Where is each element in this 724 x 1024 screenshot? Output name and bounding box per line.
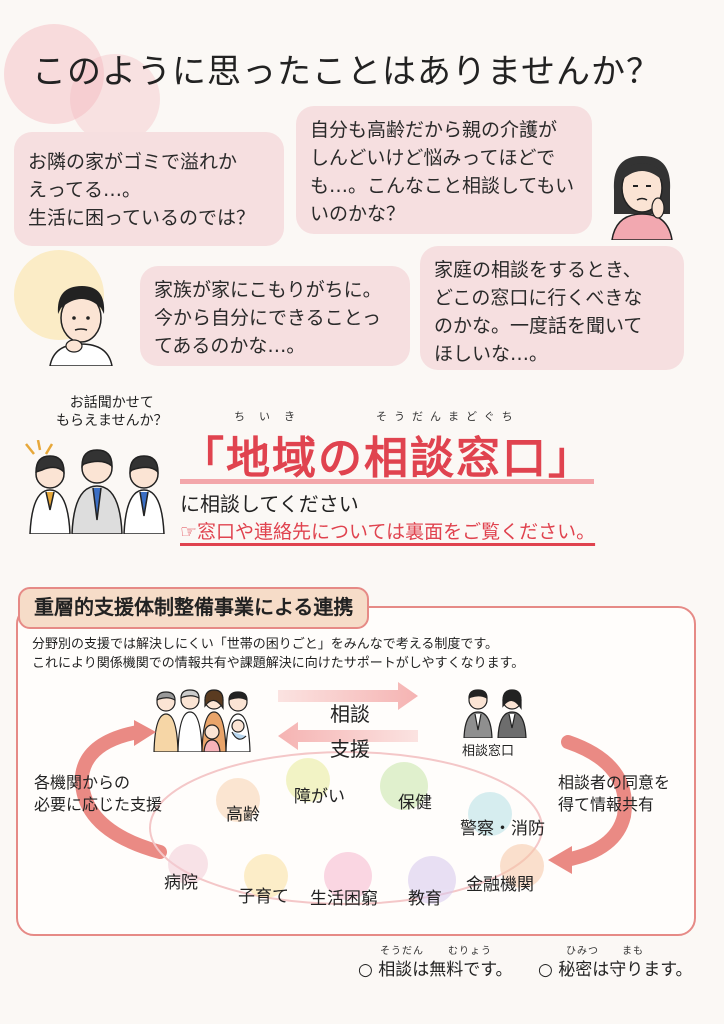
agency-police-fire: 警察・消防 [460, 819, 545, 839]
label-line: 必要に応じた支援 [34, 795, 163, 814]
ruby-soudanmadoguchi: そうだんまどぐち [376, 410, 520, 423]
staff-group-illustration [25, 440, 165, 534]
bubble-line: いのかな？ [310, 203, 406, 225]
back-page-note: ☞窓口や連絡先については裏面をご覧ください。 [180, 521, 596, 543]
staff-speech: お話聞かせて もらえませんか？ [56, 394, 168, 430]
speech-line: もらえませんか？ [56, 413, 168, 429]
bubble-line: も…。こんなこと相談してもい [310, 175, 575, 197]
agency-childcare: 子育て [238, 887, 289, 907]
bubble-line: しんどいけど悩みってほどで [310, 147, 556, 169]
thinking-man-illustration [49, 286, 113, 366]
agency-education: 教育 [408, 889, 442, 909]
worried-woman-illustration [611, 156, 673, 240]
bubble-family: 家族が家にこもりがちに。 今から自分にできることっ てあるのかな…。 [140, 266, 410, 366]
bubble-line: 家庭の相談をするとき、 [434, 259, 642, 281]
counter-label: 相談窓口 [462, 744, 515, 759]
agency-health: 保健 [398, 793, 432, 813]
consultation-window-title: 「地域の相談窓口」 [180, 433, 594, 484]
consult-arrow [278, 682, 418, 710]
ruby-soudan: そうだん [380, 946, 424, 957]
section-description: 分野別の支援では解決しにくい「世帯の困りごと」をみんなで考える制度です。 これに… [32, 635, 524, 673]
bubble-line: てあるのかな…。 [154, 335, 306, 357]
ruby-chiiki: ちいき [234, 410, 309, 423]
bubble-line: どこの窓口に行くべきな [434, 287, 643, 309]
bubble-line: 自分も高齢だから親の介護が [310, 119, 558, 141]
support-arrow [278, 722, 418, 750]
agency-support-label: 各機関からの 必要に応じた支援 [34, 772, 162, 816]
cooperation-flow-diagram [74, 682, 632, 905]
left-loop-arrow [74, 725, 167, 859]
bubble-where: 家庭の相談をするとき、 どこの窓口に行くべきな のかな。一度話を聞いて ほしいな… [420, 246, 684, 370]
free-consultation-note: ○ 相談は無料です。 [358, 960, 513, 980]
bubble-line: 生活に困っているのでは？ [28, 207, 256, 229]
counter-staff-illustration [463, 689, 527, 738]
consult-label: 相談 [330, 702, 370, 726]
ruby-himitsu: ひみつ [566, 946, 599, 957]
agency-poverty: 生活困窮 [310, 889, 378, 909]
ruby-mamo: まも [622, 946, 644, 957]
agency-elderly: 高齢 [226, 805, 260, 825]
right-loop-arrow [559, 735, 632, 867]
section-title: 重層的支援体制整備事業による連携 [18, 587, 370, 629]
description-line: 分野別の支援では解決しにくい「世帯の困りごと」をみんなで考える制度です。 [32, 637, 499, 652]
confidentiality-note: ○ 秘密は守ります。 [538, 960, 693, 980]
support-label: 支援 [330, 737, 370, 761]
bubble-neighbor: お隣の家がゴミで溢れか えってる…。 生活に困っているのでは？ [14, 132, 284, 246]
family-illustration [153, 689, 251, 752]
consult-instruction: に相談してください [180, 492, 359, 516]
ruby-muryou: むりょう [448, 946, 492, 957]
page-title: このように思ったことはありませんか？ [32, 52, 661, 92]
agency-hospital: 病院 [164, 873, 198, 893]
bubble-line: お隣の家がゴミで溢れか [28, 151, 238, 173]
bubble-line: のかな。一度話を聞いて [434, 315, 643, 337]
description-line: これにより関係機関での情報共有や課題解決に向けたサポートがしやすくなります。 [32, 656, 525, 671]
info-sharing-label: 相談者の同意を 得て情報共有 [558, 772, 670, 816]
bubble-elderly: 自分も高齢だから親の介護が しんどいけど悩みってほどで も…。こんなこと相談して… [296, 106, 592, 234]
label-line: 得て情報共有 [558, 795, 655, 814]
bubble-line: ほしいな…。 [434, 343, 549, 365]
bubble-line: えってる…。 [28, 179, 142, 201]
agency-financial: 金融機関 [466, 875, 534, 895]
agency-disability: 障がい [294, 787, 345, 807]
agency-network-ring [149, 751, 543, 905]
label-line: 相談者の同意を [558, 773, 671, 792]
bubble-line: 今から自分にできることっ [154, 307, 382, 329]
speech-line: お話聞かせて [69, 395, 154, 411]
bubble-line: 家族が家にこもりがちに。 [154, 279, 382, 301]
label-line: 各機関からの [34, 773, 131, 792]
